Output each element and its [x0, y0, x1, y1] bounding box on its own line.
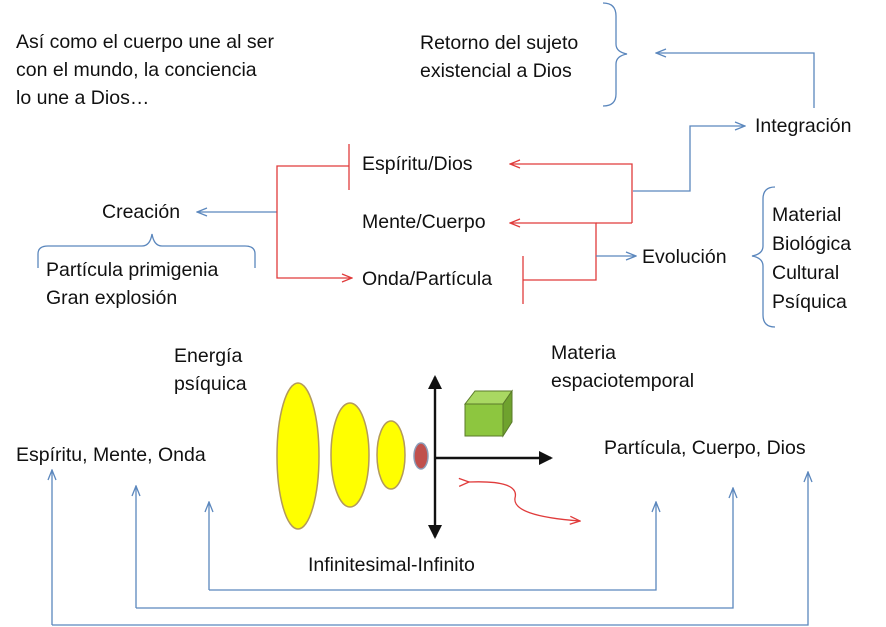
energia-line-1: Energía [174, 345, 242, 367]
onda-to-mente-bracket [510, 223, 597, 281]
evolucion-item-4: Psíquica [772, 291, 847, 313]
creacion-brace [37, 233, 256, 268]
node-espiritu-dios: Espíritu/Dios [362, 153, 473, 175]
integracion-to-retorno-arrow [656, 53, 815, 108]
materia-line-2: espaciotemporal [551, 370, 694, 392]
left-series-label: Espíritu, Mente, Onda [16, 444, 206, 466]
energy-ellipse-small [376, 420, 406, 490]
bracket-middle-right [136, 488, 733, 609]
red-double-arrow [469, 482, 580, 521]
energia-line-2: psíquica [174, 373, 247, 395]
creacion-item-2: Gran explosión [46, 287, 177, 309]
evolucion-to-integracion-arrow [633, 126, 745, 192]
to-espiritu-arrow [510, 164, 633, 223]
energy-dot [413, 442, 429, 470]
integracion-label: Integración [755, 115, 851, 137]
evolucion-item-2: Biológica [772, 233, 851, 255]
evolucion-item-3: Cultural [772, 262, 839, 284]
materia-line-1: Materia [551, 342, 616, 364]
matter-cube-icon [463, 389, 513, 438]
evolucion-brace [751, 186, 776, 328]
bottom-label: Infinitesimal-Infinito [308, 554, 475, 576]
bracket-inner-right [209, 502, 656, 591]
retorno-line-2: existencial a Dios [420, 60, 572, 82]
evolucion-item-1: Material [772, 204, 841, 226]
creacion-label: Creación [102, 201, 180, 223]
energy-ellipse-medium [330, 402, 370, 508]
intro-line-2: con el mundo, la conciencia [16, 59, 257, 81]
retorno-line-1: Retorno del sujeto [420, 32, 578, 54]
creacion-trunk-bracket [276, 165, 352, 278]
retorno-brace [602, 2, 628, 107]
node-mente-cuerpo: Mente/Cuerpo [362, 211, 486, 233]
bracket-outer-right [52, 472, 808, 626]
right-series-label: Partícula, Cuerpo, Dios [604, 437, 806, 459]
energy-ellipse-large [276, 382, 320, 530]
intro-line-3: lo une a Dios… [16, 87, 149, 109]
creacion-item-1: Partícula primigenia [46, 259, 218, 281]
evolucion-label: Evolución [642, 246, 727, 268]
node-onda-particula: Onda/Partícula [362, 268, 492, 290]
intro-line-1: Así como el cuerpo une al ser [16, 31, 274, 53]
